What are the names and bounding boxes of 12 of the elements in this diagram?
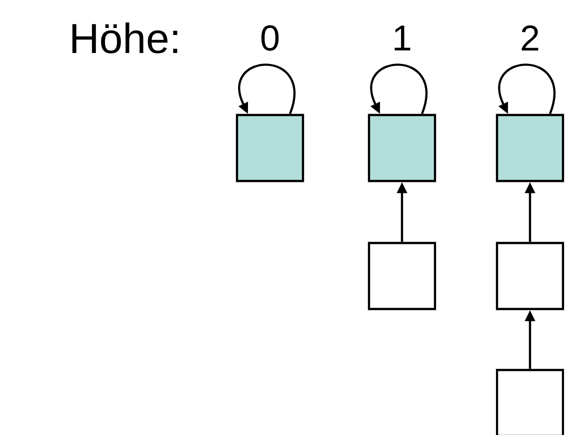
height-number: 1 (394, 26, 410, 50)
loop-arrow (498, 64, 556, 114)
axis-title: Höhe: (72, 22, 178, 54)
square-box (236, 114, 304, 182)
loop-arrow (238, 64, 296, 114)
height-number: 0 (261, 25, 279, 51)
square-box (496, 242, 564, 310)
loop-arrow (370, 64, 428, 114)
square-box (368, 114, 436, 182)
square-box (368, 242, 436, 310)
height-number: 2 (522, 25, 538, 51)
square-box (496, 114, 564, 182)
